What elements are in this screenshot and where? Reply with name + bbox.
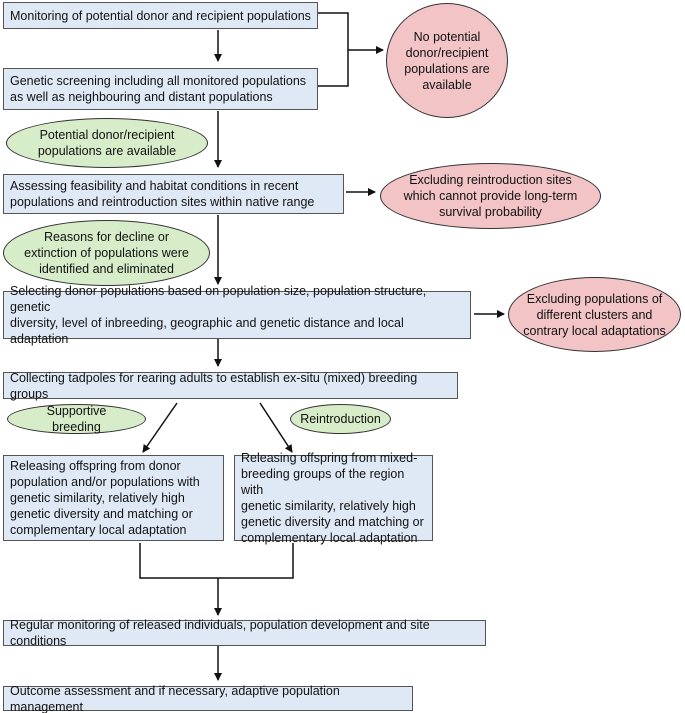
merge-bracket xyxy=(139,543,294,579)
box-release-mixed-text: Releasing offspring from mixed- breeding… xyxy=(241,451,424,545)
box-collecting-tadpoles: Collecting tadpoles for rearing adults t… xyxy=(3,370,458,401)
ellipse-excluding-populations: Excluding populations of different clust… xyxy=(508,277,681,352)
ellipse-reasons-identified: Reasons for decline or extinction of pop… xyxy=(3,220,210,286)
ellipse-populations-available: Potential donor/recipient populations ar… xyxy=(6,118,208,168)
box-release-donor: Releasing offspring from donor populatio… xyxy=(3,455,224,541)
box-assessing-feasibility-text: Assessing feasibility and habitat condit… xyxy=(10,179,315,209)
ellipse-no-populations-text: No potential donor/recipient populations… xyxy=(404,29,490,92)
box-regular-monitoring: Regular monitoring of released individua… xyxy=(3,618,486,648)
ellipse-supportive-breeding: Supportive breeding xyxy=(7,404,146,434)
ellipse-reintroduction: Reintroduction xyxy=(290,404,391,434)
ellipse-excluding-populations-text: Excluding populations of different clust… xyxy=(523,291,666,338)
ellipse-reasons-identified-text: Reasons for decline or extinction of pop… xyxy=(24,230,189,276)
ellipse-excluding-sites: Excluding reintroduction sites which can… xyxy=(380,163,601,229)
box-selecting-donor: Selecting donor populations based on pop… xyxy=(3,284,471,346)
bracket-no-populations xyxy=(318,12,349,87)
box-release-donor-text: Releasing offspring from donor populatio… xyxy=(10,459,200,537)
ellipse-supportive-breeding-text: Supportive breeding xyxy=(46,404,107,434)
box-genetic-screening: Genetic screening including all monitore… xyxy=(3,68,318,110)
arrow-to-release-donor xyxy=(142,402,178,453)
ellipse-no-populations: No potential donor/recipient populations… xyxy=(386,3,508,118)
ellipse-reintroduction-text: Reintroduction xyxy=(300,412,381,426)
box-release-mixed: Releasing offspring from mixed- breeding… xyxy=(234,451,433,545)
box-selecting-donor-text: Selecting donor populations based on pop… xyxy=(10,284,427,346)
box-monitoring-text: Monitoring of potential donor and recipi… xyxy=(10,8,311,23)
box-collecting-tadpoles-text: Collecting tadpoles for rearing adults t… xyxy=(10,370,418,401)
ellipse-populations-available-text: Potential donor/recipient populations ar… xyxy=(37,128,177,158)
box-regular-monitoring-text: Regular monitoring of released individua… xyxy=(10,618,430,648)
box-monitoring: Monitoring of potential donor and recipi… xyxy=(3,2,318,29)
arrow-to-release-mixed xyxy=(259,402,293,453)
ellipse-excluding-sites-text: Excluding reintroduction sites which can… xyxy=(403,173,578,219)
box-outcome-assessment-text: Outcome assessment and if necessary, ada… xyxy=(10,683,340,713)
box-outcome-assessment: Outcome assessment and if necessary, ada… xyxy=(3,683,413,713)
box-assessing-feasibility: Assessing feasibility and habitat condit… xyxy=(3,174,344,214)
box-genetic-screening-text: Genetic screening including all monitore… xyxy=(10,74,307,104)
